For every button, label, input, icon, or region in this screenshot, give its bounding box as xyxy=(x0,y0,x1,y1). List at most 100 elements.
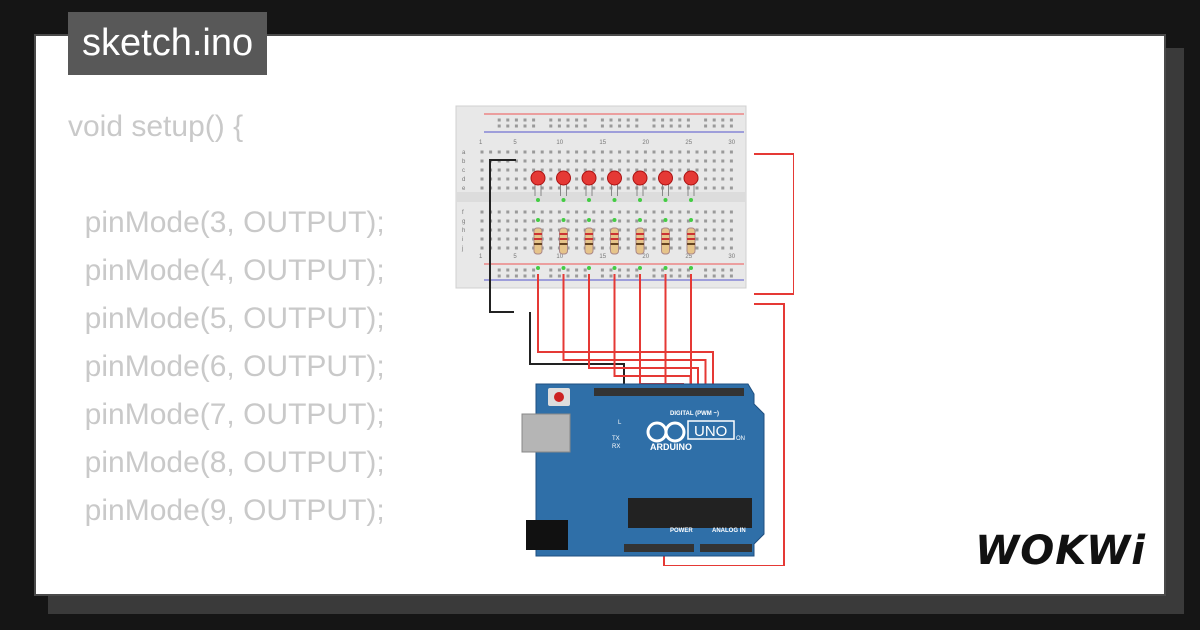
breadboard-hole xyxy=(661,168,665,172)
column-number: 30 xyxy=(728,140,735,146)
breadboard-hole xyxy=(532,219,536,223)
rail-hole xyxy=(729,118,733,122)
rail-hole xyxy=(549,124,553,128)
code-line: pinMode(8, OUTPUT); xyxy=(68,446,385,479)
breadboard-holes xyxy=(480,118,733,278)
breadboard-hole xyxy=(532,159,536,163)
breadboard-hole xyxy=(497,219,501,223)
breadboard-hole xyxy=(497,186,501,190)
breadboard-hole xyxy=(704,177,708,181)
breadboard-hole xyxy=(600,237,604,241)
breadboard-hole xyxy=(575,159,579,163)
breadboard-hole xyxy=(583,168,587,172)
breadboard-hole xyxy=(575,237,579,241)
code-line xyxy=(68,151,385,199)
code-line xyxy=(68,535,385,583)
arduino-uno: ARDUINO UNO DIGITAL (PWM ~) POWER ANALOG… xyxy=(521,383,765,557)
connection-dot xyxy=(561,218,566,222)
power-jack xyxy=(526,520,568,550)
breadboard-hole xyxy=(704,237,708,241)
breadboard-hole xyxy=(678,228,682,232)
connection-dot xyxy=(663,266,668,270)
breadboard-hole xyxy=(626,150,630,154)
breadboard-hole xyxy=(583,219,587,223)
reset-button xyxy=(554,392,564,402)
led xyxy=(581,170,597,186)
resistor xyxy=(610,227,619,255)
rail-hole xyxy=(635,268,639,272)
row-letter: b xyxy=(462,159,466,165)
breadboard-hole xyxy=(695,210,699,214)
breadboard-hole xyxy=(704,159,708,163)
breadboard-hole xyxy=(480,219,484,223)
rail-hole xyxy=(686,124,690,128)
components xyxy=(530,170,699,270)
breadboard-hole xyxy=(592,150,596,154)
breadboard-hole xyxy=(669,159,673,163)
row-letter: a xyxy=(462,150,466,156)
breadboard-hole xyxy=(575,177,579,181)
signal-wire xyxy=(588,274,699,388)
breadboard-hole xyxy=(704,150,708,154)
rail-hole xyxy=(583,274,587,278)
wokwi-logo: WOKWi xyxy=(975,528,1146,574)
breadboard-hole xyxy=(618,186,622,190)
breadboard-hole xyxy=(635,150,639,154)
rail-hole xyxy=(721,124,725,128)
breadboard-hole xyxy=(721,168,725,172)
column-number: 1 xyxy=(479,254,483,260)
model-label: UNO xyxy=(694,423,727,440)
breadboard-hole xyxy=(480,246,484,250)
rail-hole xyxy=(669,118,673,122)
breadboard-hole xyxy=(609,210,613,214)
breadboard-hole xyxy=(497,210,501,214)
breadboard-hole xyxy=(652,210,656,214)
rail-hole xyxy=(712,118,716,122)
breadboard-hole xyxy=(514,219,518,223)
connection-dot xyxy=(587,198,591,202)
rail-hole xyxy=(506,274,510,278)
breadboard-hole xyxy=(721,228,725,232)
resistor xyxy=(661,227,670,255)
connection-dot xyxy=(663,218,668,222)
signal-wire xyxy=(613,274,692,388)
breadboard-hole xyxy=(566,150,570,154)
breadboard-hole xyxy=(635,159,639,163)
rail-hole xyxy=(600,118,604,122)
breadboard-hole xyxy=(557,186,561,190)
breadboard-hole xyxy=(729,168,733,172)
breadboard-hole xyxy=(609,159,613,163)
breadboard-hole xyxy=(600,177,604,181)
breadboard-hole xyxy=(678,186,682,190)
breadboard-hole xyxy=(566,219,570,223)
rail-hole xyxy=(721,268,725,272)
breadboard-hole xyxy=(669,237,673,241)
rail-hole xyxy=(497,118,501,122)
digital-label: DIGITAL (PWM ~) xyxy=(670,411,719,417)
breadboard-hole xyxy=(721,219,725,223)
breadboard-hole xyxy=(626,177,630,181)
breadboard-hole xyxy=(652,246,656,250)
column-number: 20 xyxy=(642,254,649,260)
breadboard-hole xyxy=(592,159,596,163)
breadboard-hole xyxy=(686,219,690,223)
breadboard-hole xyxy=(652,237,656,241)
rail-hole xyxy=(532,124,536,128)
rail-hole xyxy=(704,268,708,272)
resistor-band xyxy=(610,238,619,240)
rail-hole xyxy=(686,268,690,272)
breadboard-hole xyxy=(600,186,604,190)
breadboard-hole xyxy=(618,237,622,241)
rail-hole xyxy=(729,268,733,272)
breadboard-hole xyxy=(712,186,716,190)
breadboard-hole xyxy=(643,228,647,232)
rail-hole xyxy=(635,124,639,128)
led xyxy=(683,170,699,186)
breadboard-hole xyxy=(592,219,596,223)
breadboard-hole xyxy=(566,168,570,172)
breadboard-hole xyxy=(480,177,484,181)
rail-hole xyxy=(600,274,604,278)
rail-hole xyxy=(506,268,510,272)
breadboard-hole xyxy=(497,237,501,241)
breadboard-hole xyxy=(514,177,518,181)
